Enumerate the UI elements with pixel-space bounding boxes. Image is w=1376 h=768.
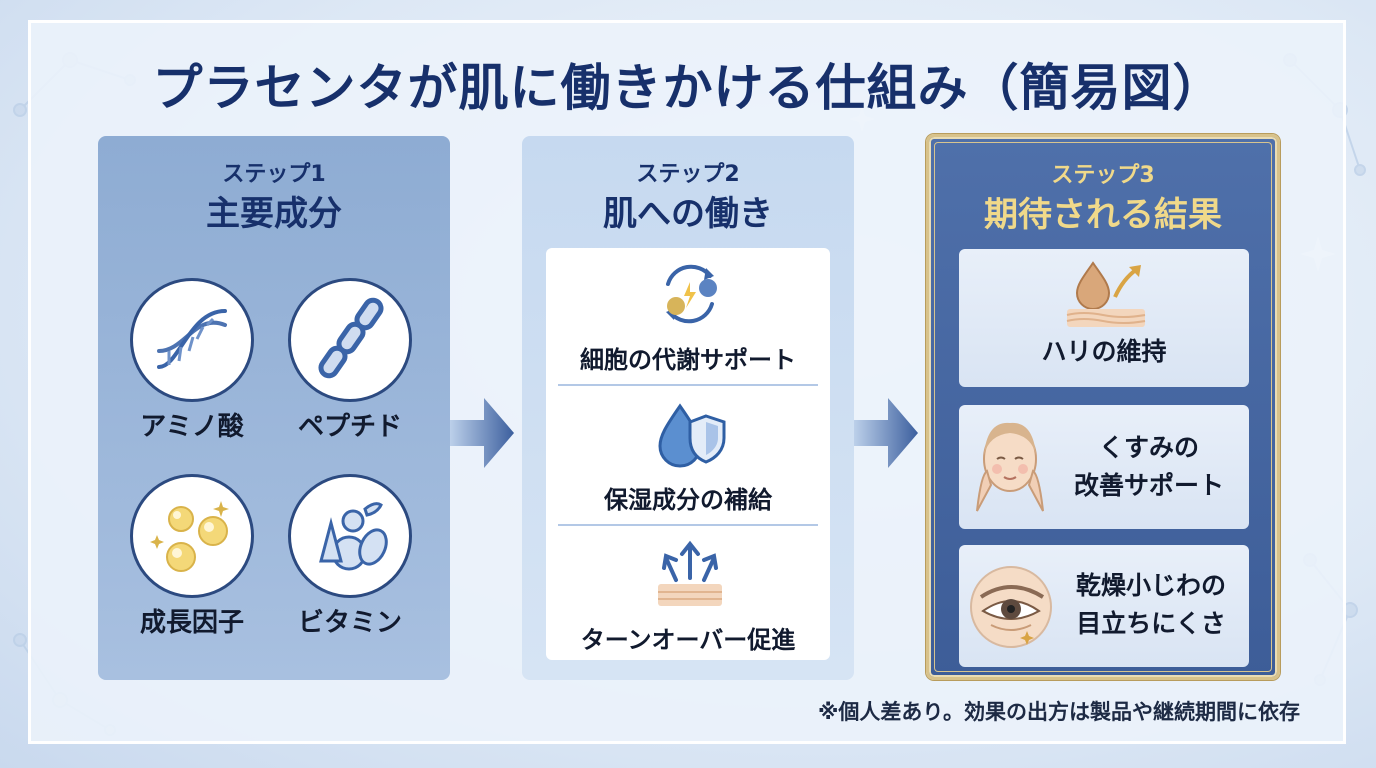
step2-label-2: 保湿成分の補給 [604, 486, 772, 514]
ingredient-label-4: ビタミン [297, 608, 402, 638]
ingredient-label-2: ペプチド [297, 412, 402, 442]
cycle-gears-icon [666, 264, 717, 324]
result-card-3: 乾燥小じわの 目立ちにくさ [959, 545, 1249, 667]
step2-label-3: ターンオーバー促進 [580, 626, 796, 654]
chain-icon [288, 278, 412, 402]
divider [558, 384, 818, 386]
result-label-1: ハリの維持 [1041, 337, 1167, 366]
gold-inner-border [934, 142, 1272, 672]
sparkle-cells-icon [130, 474, 254, 598]
step1-number: ステップ1 [222, 162, 326, 187]
step3-number: ステップ3 [1051, 163, 1155, 188]
ingredient-label-1: アミノ酸 [140, 412, 244, 442]
step2-label-1: 細胞の代謝サポート [580, 346, 796, 374]
result-card-1: ハリの維持 [959, 249, 1249, 387]
result-label-3a: 乾燥小じわの [1075, 571, 1226, 600]
page-title: プラセンタが肌に働きかける仕組み（簡易図） [152, 59, 1224, 117]
step1-panel: ステップ1 主要成分 アミノ酸 ペプチド [98, 136, 450, 680]
result-card-2: くすみの 改善サポート [959, 405, 1249, 529]
step1-title: 主要成分 [206, 194, 342, 234]
result-label-3b: 目立ちにくさ [1076, 609, 1226, 638]
eye-icon [970, 566, 1052, 648]
skin-arrows-up-icon [658, 540, 722, 606]
step2-number: ステップ2 [636, 162, 740, 187]
ingredient-label-3: 成長因子 [139, 608, 244, 638]
disclaimer-note: ※個人差あり。効果の出方は製品や継続期間に依存 [818, 700, 1300, 724]
step2-panel: ステップ2 肌への働き 細胞の代謝サポート 保湿成分の補給 [522, 136, 854, 680]
step2-item-3: ターンオーバー促進 [546, 528, 830, 664]
result-label-2a: くすみの [1098, 433, 1199, 462]
step2-card: 細胞の代謝サポート 保湿成分の補給 ターンオーバー促進 [546, 248, 830, 660]
drop-skin-arrow-icon [1066, 261, 1146, 327]
step2-title: 肌への働き [603, 194, 773, 234]
droplet-shield-icon [658, 403, 726, 468]
vegetables-icon [288, 474, 412, 598]
dna-icon [130, 278, 254, 402]
step3-title: 期待される結果 [984, 195, 1222, 235]
flow-arrow-2-icon [854, 398, 918, 468]
divider [558, 524, 818, 526]
face-icon [976, 422, 1044, 512]
step3-panel: ステップ3 期待される結果 ハリの維持 くすみの 改善サポート [926, 134, 1280, 680]
result-label-2b: 改善サポート [1073, 471, 1224, 500]
step2-item-1: 細胞の代謝サポート [546, 248, 830, 384]
step2-item-2: 保湿成分の補給 [546, 388, 830, 524]
flow-arrow-1-icon [450, 398, 514, 468]
